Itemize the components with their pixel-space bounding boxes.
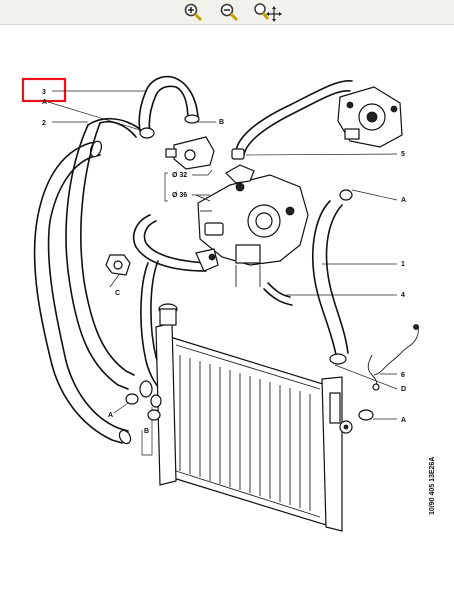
hose-clamp — [125, 393, 139, 405]
callout-A-bottom-left: A — [108, 412, 113, 419]
zoom-in-button[interactable] — [182, 2, 204, 22]
callout-4[interactable]: 4 — [401, 292, 405, 299]
hose-2-top — [87, 117, 141, 130]
image-toolbar — [0, 0, 454, 25]
hose-2-edge — [80, 122, 135, 376]
callout-B-top: B — [219, 119, 224, 126]
diameter-36-label: Ø 36 — [172, 192, 187, 199]
temperature-sensor-6 — [367, 324, 419, 391]
cooling-hose-diagram: 3 A 2 B 5 Ø 32 Ø 36 A 1 C 4 6 D A A B 10… — [21, 75, 436, 532]
leader-line — [113, 402, 129, 414]
selected-part-highlight — [21, 77, 67, 103]
hose-3 — [145, 75, 199, 118]
hose-end-cuff — [118, 429, 132, 445]
magnifier-move-icon — [254, 3, 282, 22]
lower-hose-bottom-edge — [65, 360, 129, 432]
hose-4-upper — [132, 214, 207, 272]
lower-hose-outer — [33, 141, 99, 366]
callout-A-top: A — [42, 99, 47, 106]
hose-clamp — [147, 409, 161, 421]
callout-D: D — [401, 386, 406, 393]
hose-5-end — [231, 148, 245, 160]
callout-A-right: A — [401, 197, 406, 204]
hose-1-edge — [325, 204, 349, 354]
leader-line — [47, 101, 151, 134]
callout-6[interactable]: 6 — [401, 372, 405, 379]
hose-clamp — [184, 114, 200, 124]
leader-line — [351, 189, 398, 201]
callout-3[interactable]: 3 — [42, 89, 46, 96]
leader-line — [334, 364, 398, 390]
hose-3-left — [138, 90, 147, 132]
callout-C: C — [115, 290, 120, 297]
parts-diagram-sheet: 3 A 2 B 5 Ø 32 Ø 36 A 1 C 4 6 D A A B 10… — [0, 25, 454, 600]
callout-1[interactable]: 1 — [401, 261, 405, 268]
dimension-bracket — [164, 172, 168, 202]
hose-4-lower — [267, 282, 291, 298]
leader-line — [192, 169, 213, 176]
hose-4-lower-edge — [263, 288, 293, 306]
leader-line — [245, 153, 398, 156]
hose-clip-C — [105, 254, 131, 276]
hose-2-top-edge — [99, 121, 137, 138]
hose-clamp — [329, 353, 347, 365]
throttle-body-assembly — [195, 164, 309, 287]
leader-line — [141, 407, 153, 456]
leader-line — [109, 272, 121, 288]
lower-hose-bottom — [51, 364, 123, 444]
hose-3-edge — [155, 85, 189, 122]
water-pump — [337, 86, 403, 148]
lower-hose-outer-edge — [47, 154, 101, 362]
hose-5-edge — [243, 90, 351, 156]
magnifier-plus-icon — [184, 3, 203, 22]
diagram-reference-code: 10/90 405 13E26A — [429, 457, 436, 515]
outlet-housing — [165, 136, 215, 170]
callout-2[interactable]: 2 — [42, 120, 46, 127]
hose-3-left-edge — [148, 94, 157, 134]
magnifier-minus-icon — [220, 3, 239, 22]
callout-5[interactable]: 5 — [401, 151, 405, 158]
hose-clamp — [358, 409, 374, 421]
radiator — [139, 303, 353, 532]
hose-1 — [311, 200, 337, 356]
callout-A-bottom-right: A — [401, 417, 406, 424]
hose-4-upper-edge — [143, 220, 207, 264]
diameter-32-label: Ø 32 — [172, 172, 187, 179]
hose-5 — [235, 80, 353, 152]
callout-B-bottom: B — [144, 428, 149, 435]
zoom-out-button[interactable] — [218, 2, 240, 22]
hose-clamp — [339, 189, 353, 201]
hose-2 — [65, 124, 129, 390]
hose-clamp — [139, 127, 155, 139]
pan-zoom-button[interactable] — [252, 2, 282, 22]
